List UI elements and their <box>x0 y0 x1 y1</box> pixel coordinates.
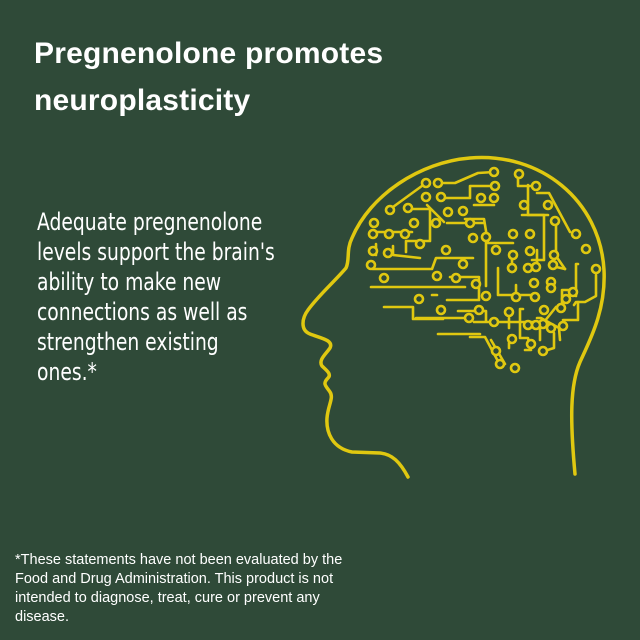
disclaimer-line: disease. <box>15 609 70 625</box>
body-line: levels support the brain's <box>37 238 275 266</box>
body-line: Adequate pregnenolone <box>37 208 263 236</box>
head-outline <box>301 155 606 479</box>
body-line: ability to make new <box>37 268 222 296</box>
body-line: connections as well as <box>37 298 248 326</box>
disclaimer-line: Food and Drug Administration. This produ… <box>15 571 334 587</box>
disclaimer-line: intended to diagnose, treat, cure or pre… <box>15 590 320 606</box>
disclaimer-line: *These statements have not been evaluate… <box>15 552 343 568</box>
body-text: Adequate pregnenolone levels support the… <box>37 207 318 387</box>
headline-line-1: Pregnenolone promotes <box>34 37 384 70</box>
headline-line-2: neuroplasticity <box>34 84 251 117</box>
headline: Pregnenolone promotes neuroplasticity <box>34 30 383 124</box>
body-line: ones.* <box>37 358 97 386</box>
body-line: strengthen existing <box>37 328 219 356</box>
fda-disclaimer: *These statements have not been evaluate… <box>15 551 395 627</box>
